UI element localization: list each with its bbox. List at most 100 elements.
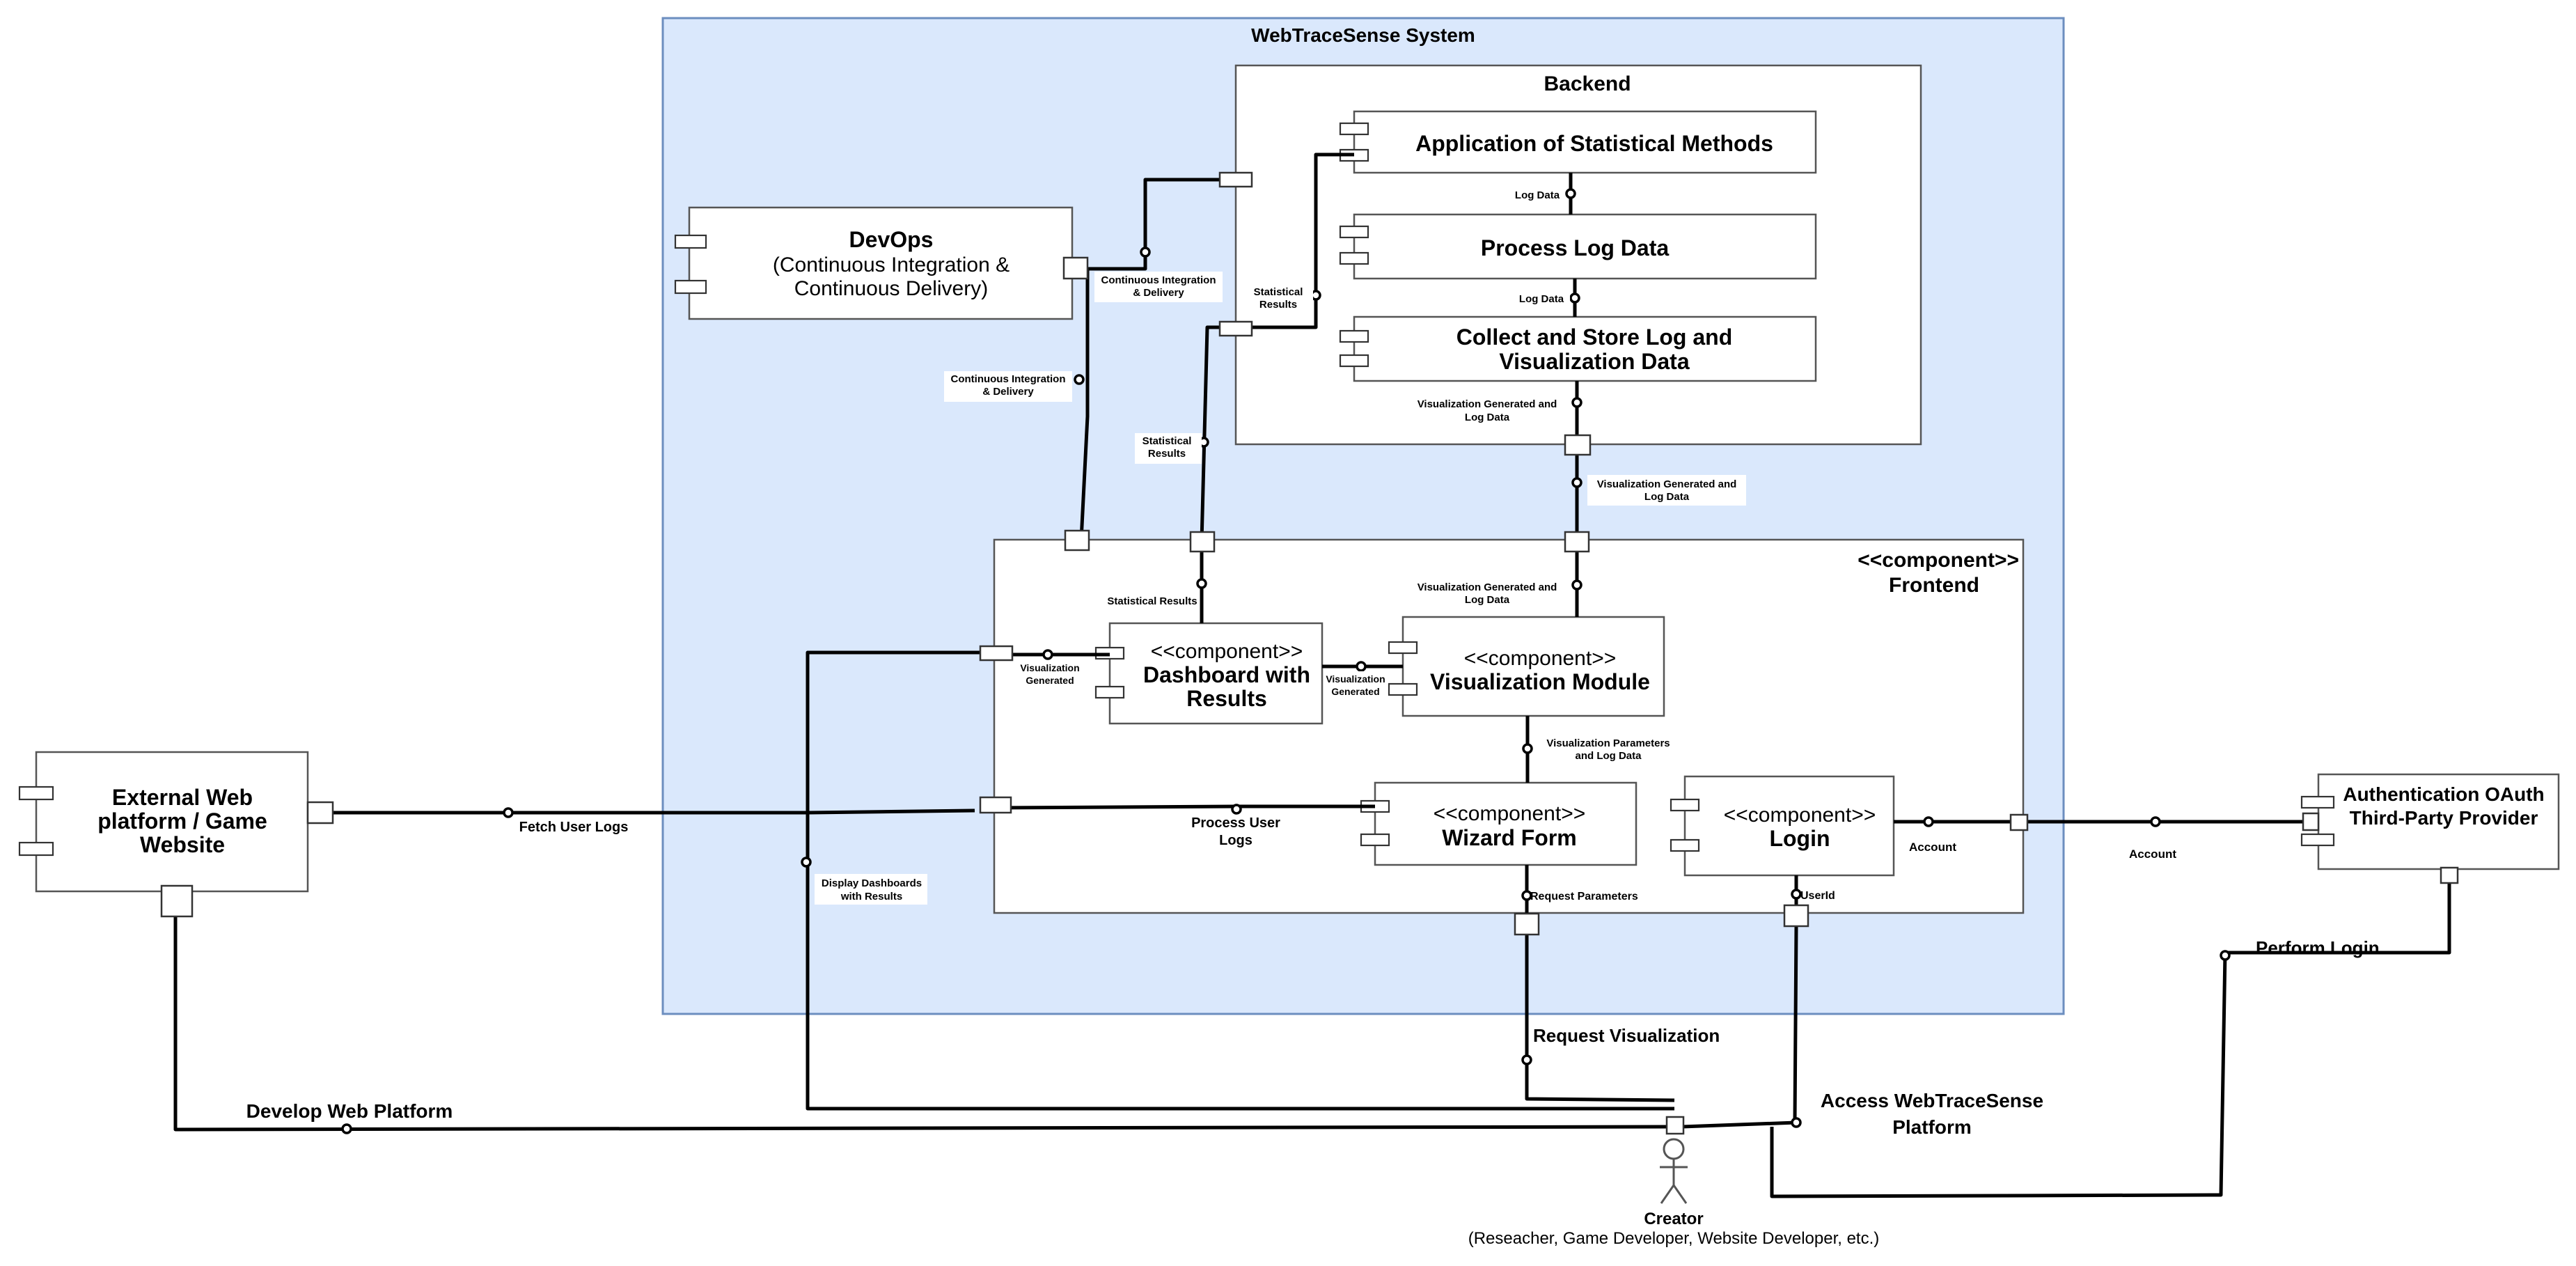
auth-provider-component: Authentication OAuth Third-Party Provide… [2300,773,2560,870]
label-access-a: Access WebTraceSense [1821,1090,2043,1111]
label-fetch-user-logs: Fetch User Logs [519,820,629,835]
label-ci-1b: & Delivery [1133,287,1184,299]
component-tab-icon [1360,833,1390,847]
label-account-1: Account [1909,841,1956,854]
component-tab-icon [2300,833,2335,847]
socket [341,1123,352,1134]
socket [1571,477,1582,488]
label-request-vis: Request Visualization [1533,1025,1720,1046]
socket [1196,578,1207,589]
system-title: WebTraceSense System [1251,24,1475,46]
socket [1565,188,1576,199]
collect-store-title-line1: Collect and Store Log and [1456,325,1732,350]
label-userid: UserId [1800,890,1835,902]
label-stat-1a: Statistical [1254,286,1303,298]
port [1514,912,1540,936]
port [160,884,194,918]
component-tab-icon [1339,122,1369,136]
label-request-params: Request Parameters [1530,891,1638,902]
label-vis-gen-log-3b: Log Data [1465,594,1510,606]
socket [1569,292,1580,304]
label-stat-1b: Results [1259,299,1297,311]
socket [1571,579,1582,591]
login-stereotype: <<component>> [1724,804,1876,827]
port [2440,866,2459,884]
label-stat-3: Statistical Results [1107,595,1197,607]
external-title-line2: platform / Game [97,808,267,834]
socket [1521,1054,1532,1065]
port [1564,434,1592,456]
wizard-stereotype: <<component>> [1434,802,1586,825]
label-vis-gen-2a: Visualization [1326,673,1385,685]
component-tab-icon [1339,354,1369,368]
component-tab-icon [674,279,707,295]
socket [1522,743,1533,754]
port [1218,320,1253,337]
wizard-component: <<component>> Wizard Form [1360,781,1638,866]
dashboard-title-line2: Results [1186,686,1267,711]
component-tab-icon [2300,795,2335,809]
label-stat-2a: Statistical [1142,435,1192,447]
auth-title-line2: Third-Party Provider [2350,807,2538,829]
component-tab-icon [1670,838,1700,852]
port [979,796,1012,814]
label-stat-2b: Results [1148,448,1186,460]
label-vis-gen-log-2b: Log Data [1644,491,1690,503]
label-log-data-1: Log Data [1515,189,1560,201]
app-stats-component: Application of Statistical Methods [1339,110,1817,174]
label-vis-gen-1a: Visualization [1020,662,1079,673]
dashboard-stereotype: <<component>> [1151,640,1303,663]
component-tab-icon [18,841,54,857]
visualization-stereotype: <<component>> [1464,647,1617,670]
visualization-title: Visualization Module [1430,669,1650,694]
process-log-component: Process Log Data [1339,213,1817,280]
component-tab-icon [1388,682,1418,696]
label-ci-2b: & Delivery [982,386,1034,398]
ports [160,171,2459,1135]
component-tab-icon [1339,225,1369,239]
component-tab-icon [1339,329,1369,343]
socket [503,807,514,818]
external-platform-component: External Web platform / Game Website [18,751,309,893]
socket [1521,890,1532,901]
label-process-user-b: Logs [1219,833,1252,848]
visualization-component: <<component>> Visualization Module [1388,616,1665,717]
label-display-dash-b: with Results [840,891,902,902]
label-process-user-a: Process User [1191,815,1280,831]
port [306,801,334,825]
port [1218,171,1253,188]
label-vis-gen-log-3a: Visualization Generated and [1417,581,1557,593]
port [2302,812,2320,831]
label-access-b: Platform [1892,1116,1972,1138]
label-vis-gen-2b: Generated [1331,686,1379,697]
app-stats-title: Application of Statistical Methods [1415,131,1773,156]
collect-store-title-line2: Visualization Data [1499,349,1689,374]
actor-roles: (Reseacher, Game Developer, Website Deve… [1468,1229,1880,1248]
devops-component: DevOps (Continuous Integration & Continu… [674,206,1074,320]
collect-store-component: Collect and Store Log and Visualization … [1339,315,1817,382]
port [1783,904,1809,928]
label-vis-gen-1b: Generated [1026,675,1074,686]
devops-subtitle-line1: (Continuous Integration & [773,253,1010,276]
dashboard-component: <<component>> Dashboard with Results [1094,622,1324,725]
socket [1791,1117,1802,1128]
connector-labels: Log Data Log Data Visualization Generate… [246,187,2380,1138]
socket [1923,816,1934,827]
port [979,645,1014,662]
auth-title-line1: Authentication OAuth [2343,783,2544,805]
frontend-title: Frontend [1889,574,1979,597]
socket [1042,649,1053,660]
backend-title: Backend [1544,72,1631,95]
creator-actor: Creator (Reseacher, Game Developer, Webs… [1468,1138,1880,1248]
label-vis-gen-log-2a: Visualization Generated and [1597,478,1737,490]
port [1064,529,1090,552]
frontend-stereotype: <<component>> [1858,549,2019,572]
label-display-dash-a: Display Dashboards [822,877,922,889]
dashboard-title-line1: Dashboard with [1143,662,1310,687]
socket [2220,950,2231,961]
socket [1356,661,1367,672]
label-vis-params-a: Visualization Parameters [1546,737,1670,749]
socket [1140,247,1151,258]
devops-title: DevOps [849,227,934,252]
